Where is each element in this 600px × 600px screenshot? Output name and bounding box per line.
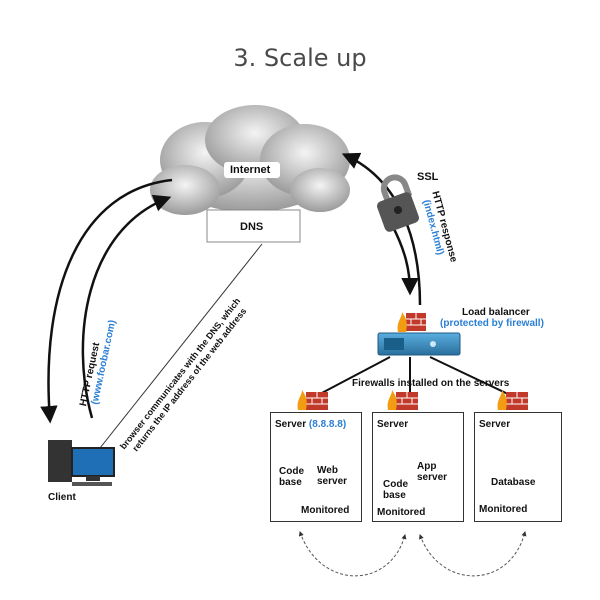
- server-title: Server: [377, 419, 409, 430]
- firewall-icon-server1: [297, 390, 328, 410]
- load-balancer-note: (protected by firewall): [440, 318, 544, 329]
- arrow-response-client: [81, 194, 172, 419]
- arrow-lb-server3: [429, 356, 511, 396]
- arrow-request: [40, 178, 173, 424]
- server-box-3: Server Database Monitored: [474, 412, 562, 522]
- arrow-server1-server2: [298, 531, 407, 577]
- ssl-lock-icon: [377, 174, 419, 232]
- arrow-to-lb: [390, 224, 419, 296]
- firewall-icon-lb: [397, 312, 426, 332]
- client-label: Client: [48, 492, 76, 503]
- firewall-icon-server3: [497, 390, 528, 410]
- server-title: Server: [479, 419, 511, 430]
- monitored-label: Monitored: [377, 507, 426, 518]
- page-title: 3. Scale up: [233, 44, 367, 72]
- client-computer-icon: [48, 440, 115, 486]
- dns-box: [206, 209, 301, 243]
- dns-line: [99, 243, 263, 449]
- ssl-label: SSL: [417, 171, 439, 183]
- arrow-server2-server3: [419, 531, 527, 577]
- firewall-icon-server2: [387, 390, 418, 410]
- monitored-label: Monitored: [479, 504, 528, 515]
- load-balancer-label: Load balancer: [462, 307, 530, 318]
- database-label: Database: [491, 477, 536, 488]
- internet-cloud: [150, 105, 350, 215]
- firewall-note: Firewalls installed on the servers: [352, 378, 510, 389]
- internet-label-bg: [224, 162, 280, 178]
- arrow-lb-server1: [317, 356, 391, 396]
- load-balancer-icon: [377, 332, 461, 356]
- server-title: Server (8.8.8.8): [275, 419, 347, 430]
- dns-label: DNS: [240, 221, 264, 233]
- internet-label: Internet: [230, 164, 271, 176]
- monitored-label: Monitored: [301, 505, 350, 516]
